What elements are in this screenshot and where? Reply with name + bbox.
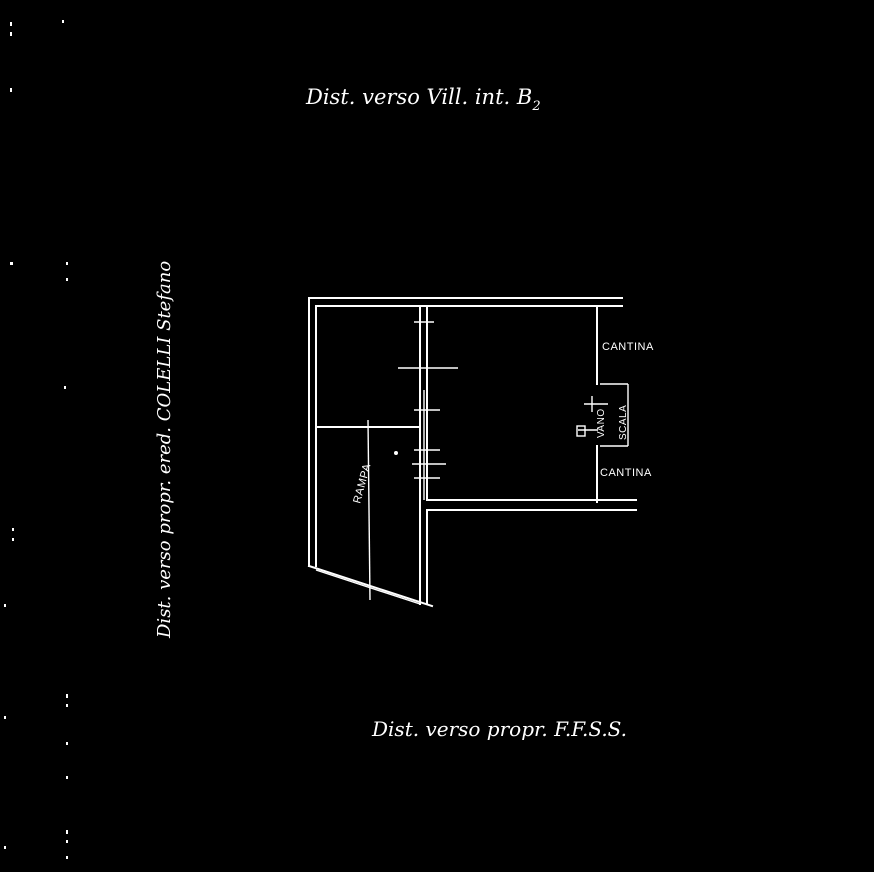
plan-walls [307, 297, 637, 608]
stairwell-symbol [576, 383, 629, 447]
ramp-direction-line [367, 419, 371, 601]
room-label-cantina-lower: CANTINA [600, 467, 652, 479]
boundary-label-top-subscript: 2 [531, 99, 540, 114]
room-label-scala: SCALA [618, 405, 629, 440]
room-label-cantina-upper: CANTINA [602, 341, 654, 353]
room-label-rampa: RAMPA [351, 462, 373, 505]
boundary-label-top: Dist. verso Vill. int. B2 [305, 85, 541, 114]
boundary-label-bottom: Dist. verso propr. F.F.S.S. [371, 717, 627, 741]
boundary-label-top-text: Dist. verso Vill. int. B [305, 85, 532, 109]
room-label-vano: VANO [596, 408, 607, 438]
boundary-label-left: Dist. verso propr. ered. COLELLI Stefano [154, 261, 175, 639]
plan-marker-dot [394, 451, 398, 455]
scan-noise-marks [4, 20, 68, 859]
wall-ticks [398, 321, 458, 500]
